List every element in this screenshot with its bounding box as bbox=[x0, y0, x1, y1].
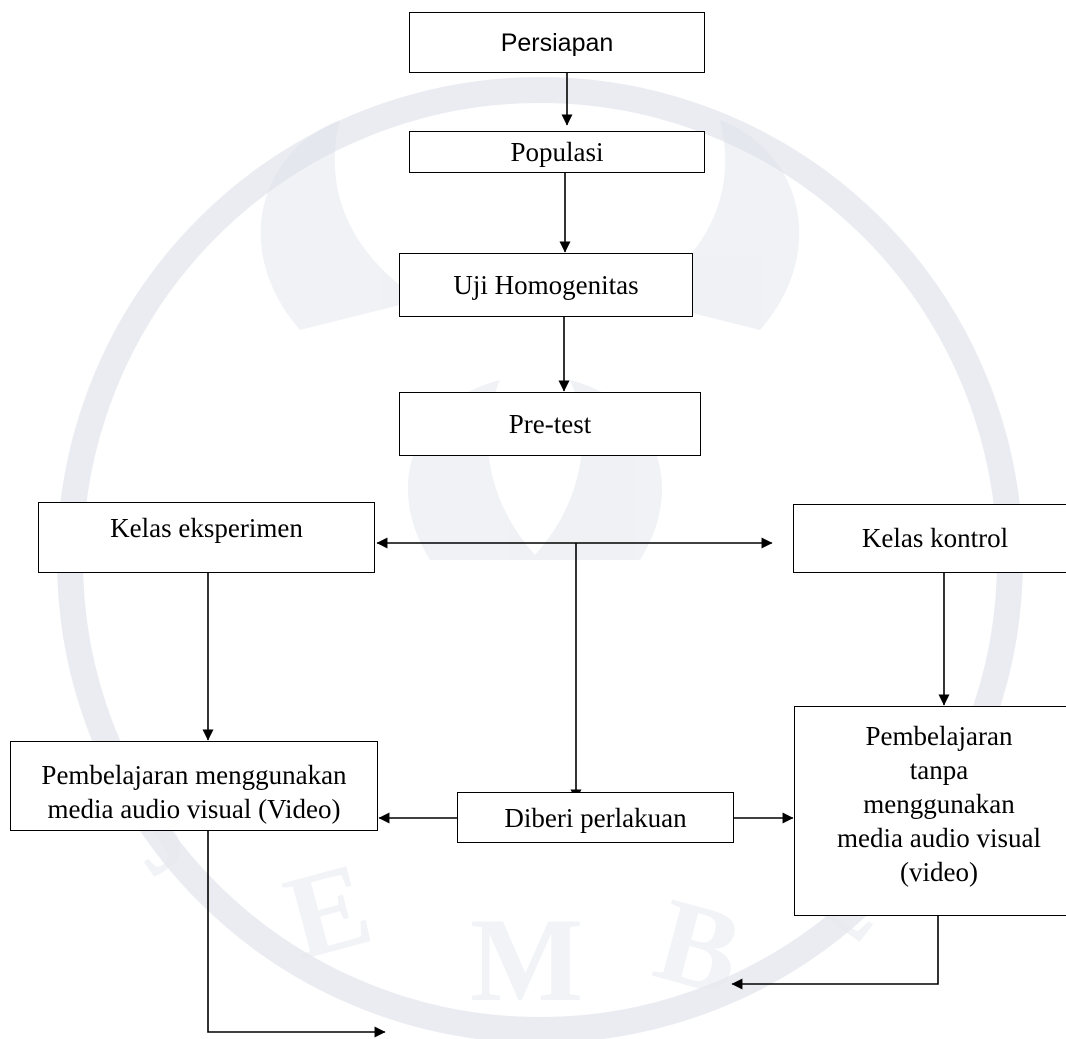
node-populasi: Populasi bbox=[409, 131, 705, 173]
node-pre-test-label: Pre-test bbox=[508, 409, 592, 439]
node-populasi-label: Populasi bbox=[510, 137, 604, 167]
node-uji-homogenitas-label: Uji Homogenitas bbox=[453, 270, 639, 300]
node-kelas-kontrol-label: Kelas kontrol bbox=[861, 523, 1009, 553]
node-kelas-eksperimen-label: Kelas eksperimen bbox=[110, 513, 303, 543]
node-pembelajaran-kontrol: Pembelajaran tanpa menggunakan media aud… bbox=[794, 706, 1066, 916]
node-diberi-perlakuan-label: Diberi perlakuan bbox=[504, 802, 687, 833]
node-pre-test: Pre-test bbox=[399, 392, 701, 456]
node-persiapan-label: Persiapan bbox=[500, 28, 614, 57]
node-kelas-kontrol: Kelas kontrol bbox=[793, 504, 1066, 573]
node-diberi-perlakuan: Diberi perlakuan bbox=[457, 792, 734, 843]
arrow-eksperimen-outflow bbox=[207, 823, 386, 1038]
node-uji-homogenitas: Uji Homogenitas bbox=[399, 253, 693, 317]
svg-text:M: M bbox=[470, 893, 583, 1026]
node-pembelajaran-eksperimen: Pembelajaran menggunakan media audio vis… bbox=[10, 741, 378, 831]
node-persiapan: Persiapan bbox=[409, 12, 705, 73]
node-kelas-eksperimen: Kelas eksperimen bbox=[38, 502, 375, 573]
arrow-kontrol-outflow bbox=[731, 916, 939, 990]
node-pembelajaran-kontrol-label: Pembelajaran tanpa menggunakan media aud… bbox=[837, 721, 1041, 887]
node-pembelajaran-eksperimen-label: Pembelajaran menggunakan media audio vis… bbox=[41, 760, 347, 824]
